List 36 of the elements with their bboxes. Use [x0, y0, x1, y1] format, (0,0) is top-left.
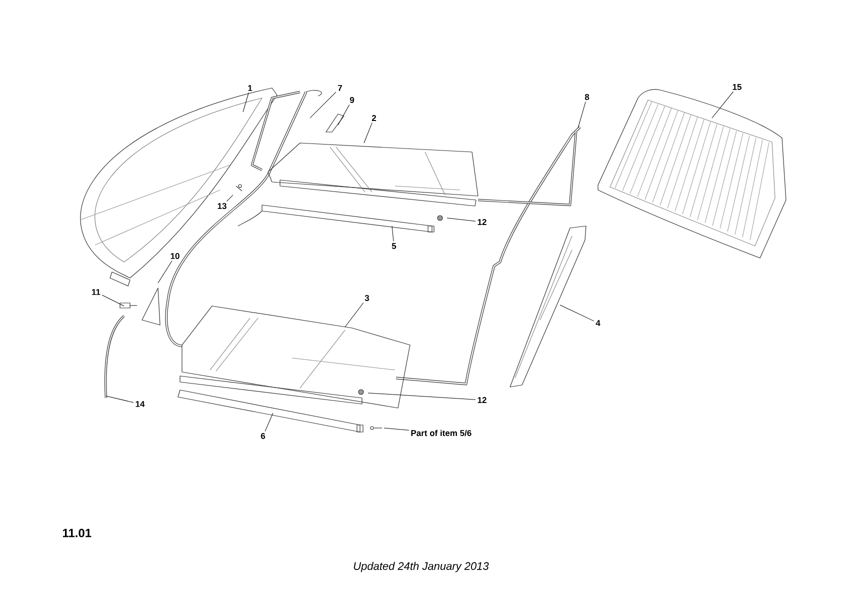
leader-line — [384, 428, 410, 430]
leader-line — [560, 304, 594, 322]
callout-label: 12 — [478, 397, 486, 403]
callout-label: 4 — [596, 320, 600, 326]
callout-label: 3 — [364, 295, 370, 302]
callout-label: 8 — [584, 94, 590, 100]
leader-line — [364, 122, 372, 144]
callout-label: 12 — [478, 219, 486, 225]
leader-line — [712, 91, 734, 118]
callout-label: 2 — [372, 115, 376, 121]
leader-line — [446, 218, 476, 222]
leader-line — [226, 194, 234, 202]
leader-line — [264, 412, 274, 432]
leader-line — [242, 92, 249, 112]
leader-line — [106, 396, 134, 403]
callout-label: 14 — [136, 401, 145, 407]
leader-line — [392, 226, 394, 242]
leader-line — [158, 260, 172, 284]
callout-label: 9 — [350, 97, 354, 103]
leader-line — [338, 104, 350, 126]
leader-line — [344, 302, 364, 328]
callout-label: 7 — [338, 85, 342, 91]
leader-line — [310, 92, 336, 118]
callout-label: 6 — [260, 433, 266, 439]
leader-line — [102, 294, 124, 306]
callout-label: 11 — [92, 289, 100, 295]
leader-line — [368, 392, 476, 400]
callout-label: 13 — [218, 203, 226, 210]
callout-label: 1 — [248, 85, 252, 91]
leader-line — [578, 101, 586, 128]
callout-label: 5 — [392, 243, 396, 249]
callout-label: 15 — [732, 84, 742, 90]
callout-label: 10 — [170, 253, 180, 259]
caption: Updated 24th January 2013 — [354, 562, 489, 572]
callout-label: Part of item 5/6 — [411, 430, 472, 436]
page-number: 11.01 — [62, 528, 92, 538]
